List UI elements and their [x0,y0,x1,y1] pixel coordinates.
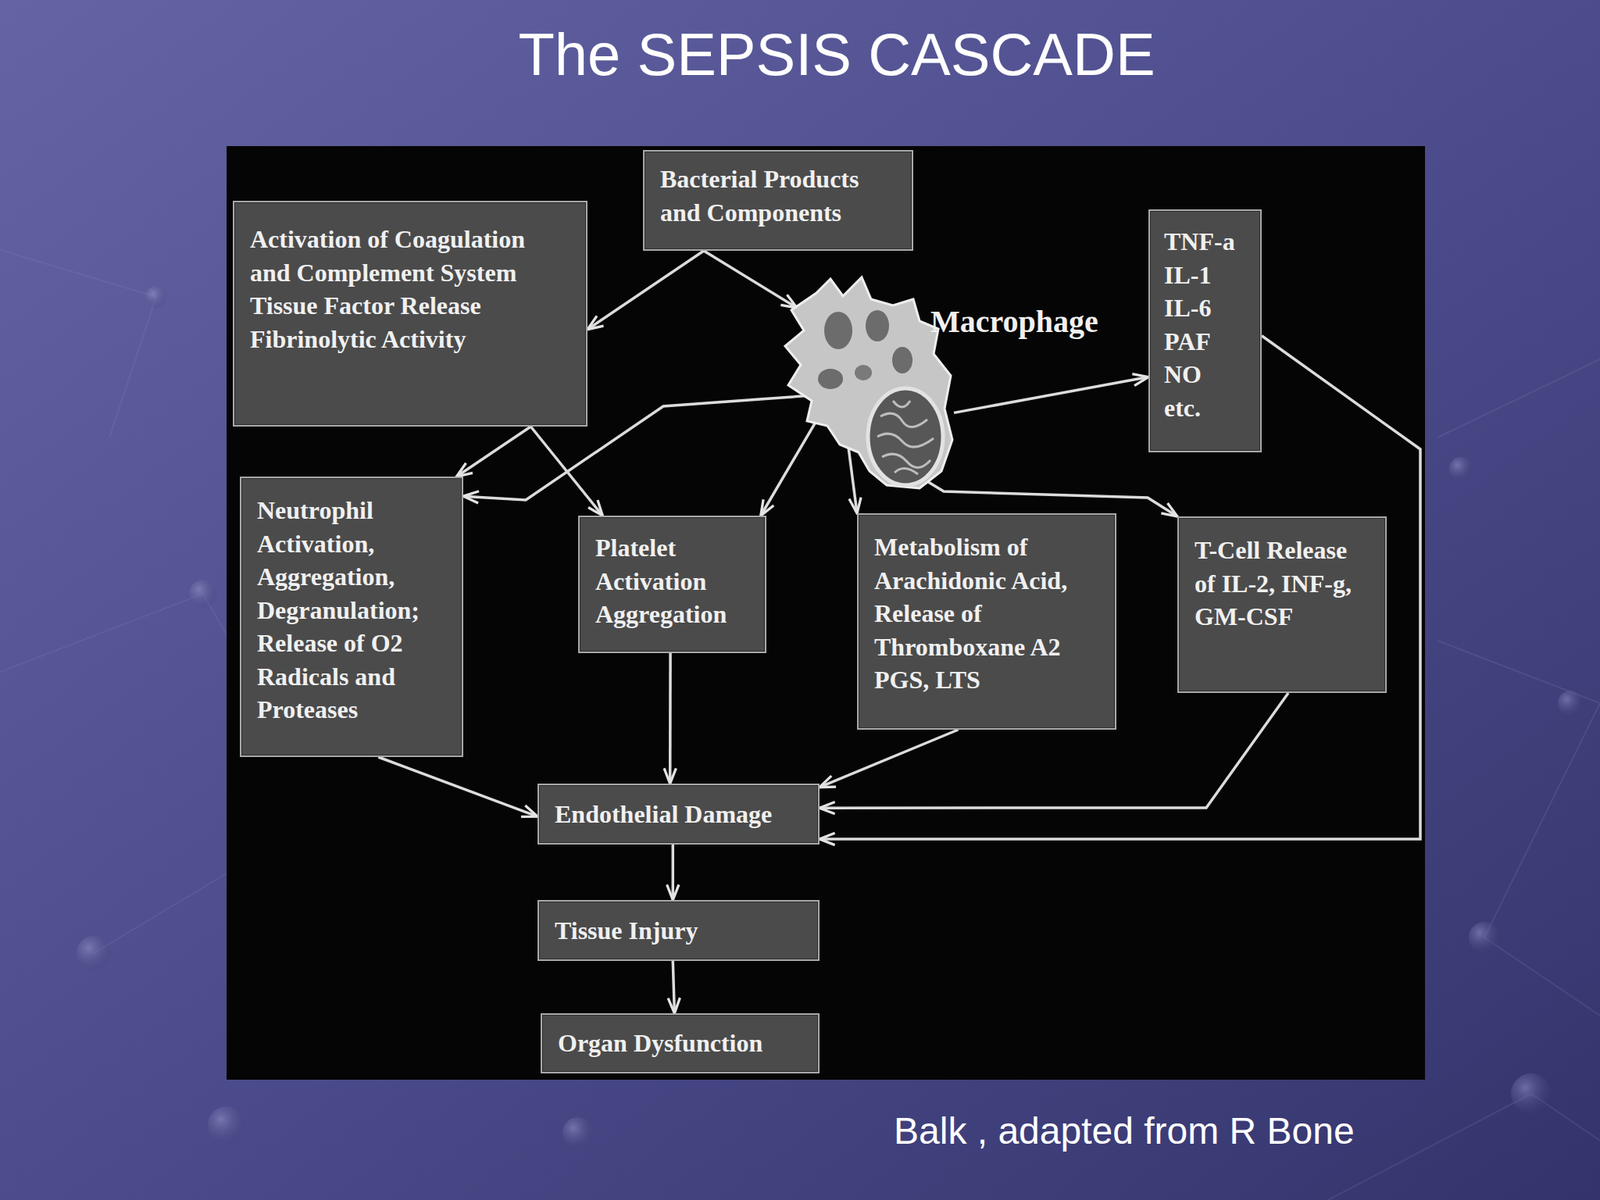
process-box: Neutrophil Activation, Aggregation, Degr… [239,476,464,758]
flow-arrow [819,729,958,788]
decor-line [0,250,157,438]
box-text: TNF-a IL-1 IL-6 PAF NO etc. [1164,225,1240,425]
flow-arrow [819,335,1421,840]
flow-arrow [672,960,675,1014]
box-text: Endothelial Damage [554,797,813,832]
flow-arrow [587,250,704,330]
box-text: Platelet Activation Aggregation [595,531,752,632]
flow-arrow [953,377,1149,414]
box-text: Metabolism of Arachidonic Acid, Release … [874,530,1097,697]
decor-sphere [189,579,218,608]
mediator-box: TNF-a IL-1 IL-6 PAF NO etc. [1148,209,1262,453]
decor-sphere [76,935,111,971]
outcome-box: Endothelial Damage [537,783,820,845]
process-box: Platelet Activation Aggregation [578,515,767,654]
cell-membrane [785,277,953,489]
box-text: Organ Dysfunction [557,1026,816,1061]
macrophage-drawing [785,275,954,490]
process-box: T-Cell Release of IL-2, INF-g, GM-CSF [1177,516,1387,693]
box-text: T-Cell Release of IL-2, INF-g, GM-CSF [1194,533,1367,634]
cell-nucleus [867,388,943,486]
decor-sphere [1468,921,1500,954]
source-caption: Balk , adapted from R Bone [893,1112,1355,1150]
outcome-box: Tissue Injury [537,900,820,961]
flow-arrow [378,757,538,817]
cell-vacuole [824,311,853,350]
slide-title: The SEPSIS CASCADE [468,25,1205,85]
cell-vacuole [865,310,890,342]
nucleus-chromatin [877,400,934,475]
cell-vacuole [892,346,913,374]
decor-sphere [1557,690,1583,716]
decor-line [1328,1093,1600,1200]
macrophage-cell: Macrophage [785,275,954,490]
flow-arrow [456,426,531,477]
cell-vacuole [854,364,872,381]
box-text: Neutrophil Activation, Aggregation, Degr… [257,493,461,727]
cell-vacuole [817,368,843,390]
box-text: Activation of Coagulation and Complement… [250,222,555,290]
decor-sphere [562,1117,594,1149]
process-box: Activation of Coagulation and Complement… [232,200,588,427]
flow-arrow [530,426,603,516]
cell-label: Macrophage [930,300,1099,343]
decor-sphere [207,1106,246,1144]
decor-sphere [145,285,168,308]
decor-sphere [1510,1073,1552,1115]
box-text: Tissue Injury [554,914,813,948]
outcome-box: Organ Dysfunction [540,1013,820,1074]
diagram-panel [226,146,1425,1080]
flow-arrow [923,478,1178,517]
decor-line [1437,359,1600,1016]
box-text: Fibrinolytic Activity [250,322,555,357]
flow-arrow [668,653,672,784]
box-text: Bacterial Products and Components [660,162,883,229]
decor-sphere [1449,457,1473,481]
process-box: Bacterial Products and Components [642,150,914,251]
flow-arrow [671,844,675,900]
box-text: Tissue Factor Release [250,289,555,323]
flow-arrow [703,250,797,308]
process-box: Metabolism of Arachidonic Acid, Release … [857,513,1117,730]
